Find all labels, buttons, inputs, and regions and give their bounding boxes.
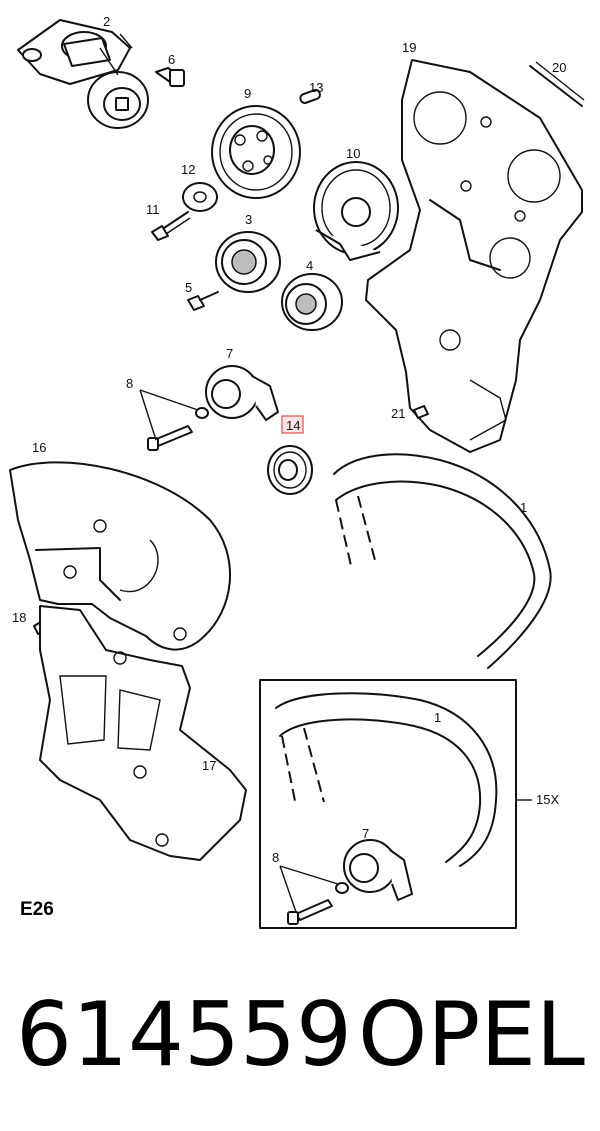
- part-label-p11: 11: [146, 202, 160, 217]
- parts-exploded-diagram: 2 6 9 13 19 20 12 10 11 3 4 5 7 8 21 14 16 1 18 17 1 15X 7 8: [9, 14, 585, 929]
- part-label-p3: 3: [245, 212, 252, 227]
- part-bearing-3: [215, 231, 281, 293]
- part-label-p20: 20: [552, 60, 566, 75]
- part-washer-12: [182, 182, 218, 212]
- part-crank-sprocket-14: [267, 445, 313, 495]
- part-bolt-6: [155, 67, 185, 87]
- part-label-p14: 14: [286, 418, 300, 433]
- part-tensioner-bracket: [17, 19, 149, 129]
- highlight-box-14: [281, 415, 304, 434]
- part-label-p1a: 1: [520, 500, 527, 515]
- footer: 614559 OPEL: [0, 985, 600, 1105]
- part-label-p4: 4: [306, 258, 313, 273]
- brand-name: OPEL: [358, 983, 585, 1086]
- part-bolt-5: [187, 291, 219, 311]
- part-belt-1-kit: [275, 692, 498, 867]
- part-label-p12: 12: [181, 162, 195, 177]
- part-front-cover-16: [9, 461, 232, 651]
- part-rail-20: [529, 61, 585, 107]
- kit-box-15x: [259, 679, 532, 929]
- part-label-p6: 6: [168, 52, 175, 67]
- part-label-p7b: 7: [362, 826, 369, 841]
- part-label-p13: 13: [309, 80, 323, 95]
- part-label-p10: 10: [346, 146, 360, 161]
- part-sprocket-9: [211, 105, 301, 199]
- part-label-p1b: 1: [434, 710, 441, 725]
- part-labels: 2 6 9 13 19 20 12 10 11 3 4 5 7 8 21 14 16 1 18 17 1 15X 7 8: [12, 14, 566, 865]
- part-label-p2: 2: [103, 14, 110, 29]
- part-label-p21: 21: [391, 406, 405, 421]
- part-bearing-4: [281, 273, 343, 331]
- part-tensioner-7-kit: [343, 839, 413, 901]
- part-pin-13: [299, 88, 321, 104]
- part-label-p9: 9: [244, 86, 251, 101]
- part-bolt-washer-8-kit: [279, 865, 349, 925]
- figure-code-label: E26: [20, 899, 54, 920]
- part-label-p19: 19: [402, 40, 416, 55]
- part-number: 614559: [16, 983, 352, 1086]
- part-label-p16: 16: [32, 440, 46, 455]
- part-label-p18: 18: [12, 610, 26, 625]
- part-label-p17: 17: [202, 758, 216, 773]
- part-sprocket-10: [313, 161, 399, 261]
- part-label-p5: 5: [185, 280, 192, 295]
- part-label-p7a: 7: [226, 346, 233, 361]
- part-label-p15x: 15X: [536, 792, 559, 807]
- part-belt-1: [333, 453, 552, 669]
- part-lower-cover-17: [39, 605, 247, 861]
- part-label-p8b: 8: [272, 850, 279, 865]
- part-bolt-11: [151, 211, 191, 241]
- part-label-p8a: 8: [126, 376, 133, 391]
- part-rear-cover-19: [365, 59, 583, 453]
- part-bolt-21: [413, 405, 429, 419]
- part-bolt-washer-8: [139, 389, 209, 451]
- part-tensioner-7: [205, 365, 279, 421]
